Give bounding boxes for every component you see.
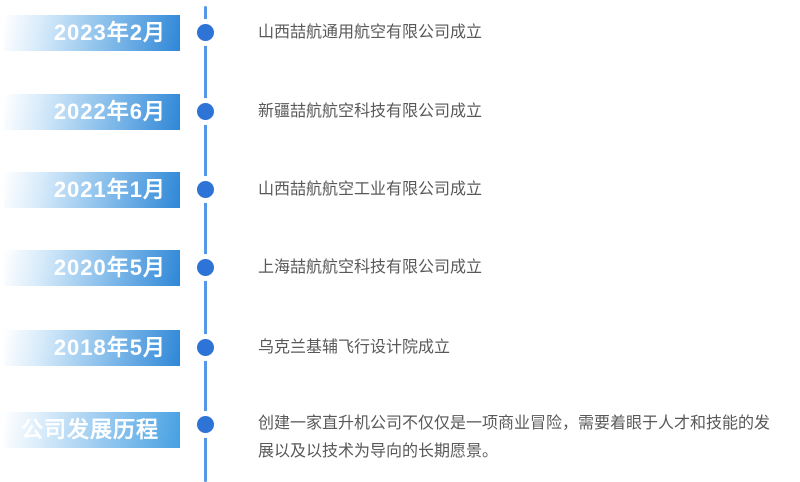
milestone-text: 山西喆航通用航空有限公司成立 bbox=[258, 24, 483, 41]
date-badge: 2018年5月 bbox=[4, 330, 180, 366]
milestone-text: 乌克兰基辅飞行设计院成立 bbox=[258, 339, 451, 356]
timeline-dot bbox=[192, 254, 219, 281]
date-badge: 2022年6月 bbox=[4, 94, 180, 130]
timeline-dot bbox=[192, 19, 219, 46]
timeline-line bbox=[204, 6, 207, 482]
milestone-text: 新疆喆航航空科技有限公司成立 bbox=[258, 103, 483, 120]
milestone-text: 山西喆航航空工业有限公司成立 bbox=[258, 181, 483, 198]
timeline-dot bbox=[192, 176, 219, 203]
timeline-dot bbox=[192, 411, 219, 438]
milestone-text: 创建一家直升机公司不仅仅是一项商业冒险，需要着眼于人才和技能的发展以及以技术为导… bbox=[258, 415, 771, 460]
date-badge: 2021年1月 bbox=[4, 172, 180, 208]
date-badge: 2023年2月 bbox=[4, 15, 180, 51]
date-badge: 2020年5月 bbox=[4, 250, 180, 286]
timeline-dot bbox=[192, 98, 219, 125]
timeline-dot bbox=[192, 334, 219, 361]
timeline-title-badge: 公司发展历程 bbox=[4, 412, 180, 448]
milestone-text: 上海喆航航空科技有限公司成立 bbox=[258, 259, 483, 276]
